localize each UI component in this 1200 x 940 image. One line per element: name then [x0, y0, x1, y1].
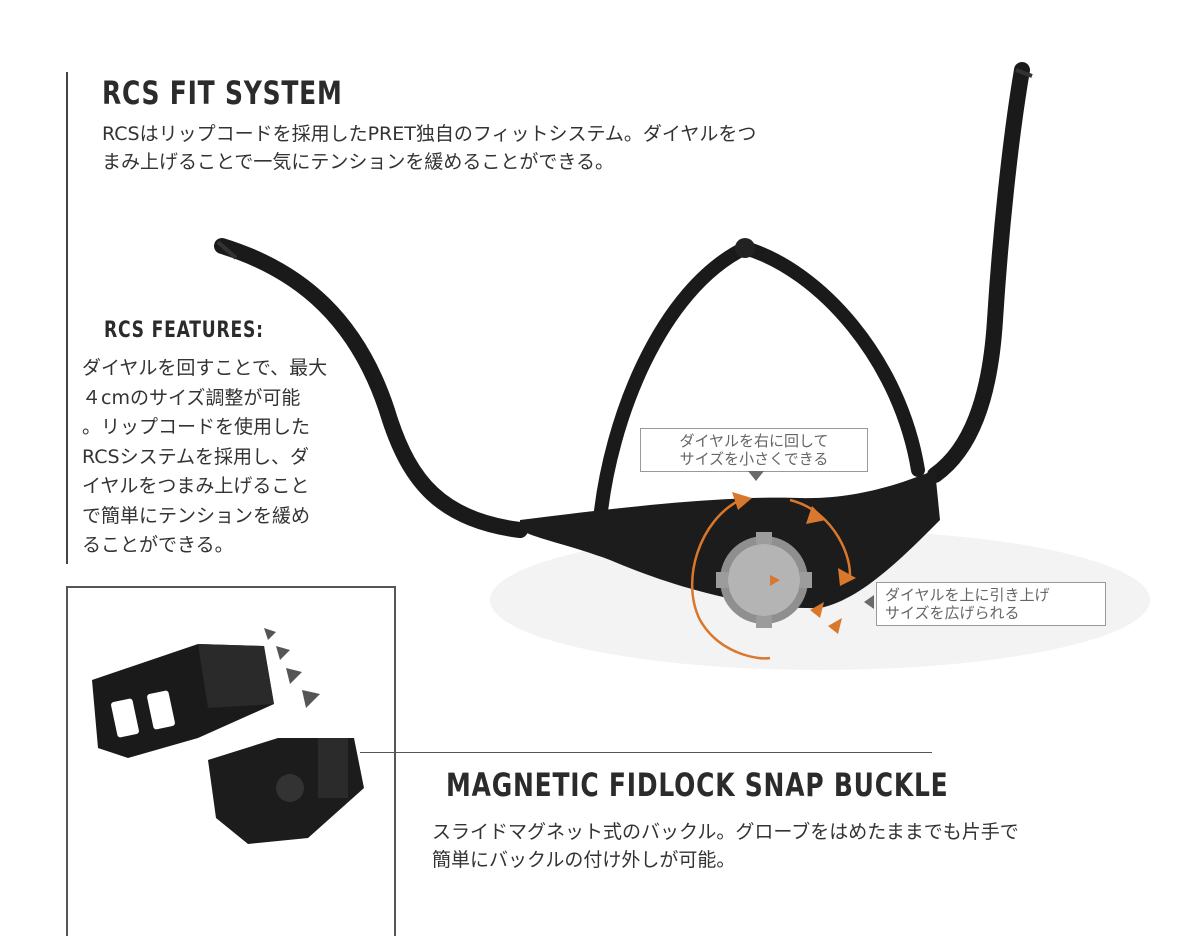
- left-strap-tip: [216, 240, 238, 260]
- rcs-features-description: ダイヤルを回すことで、最大 ４cmのサイズ調整が可能。リップコードを使用した RCS…: [82, 354, 362, 561]
- rcs-fit-system-title: RCS FIT SYSTEM: [102, 74, 343, 112]
- arrow-head-upper-right: [806, 506, 826, 524]
- callout-pull-line-1: ダイヤルを上に引き上げ: [885, 586, 1050, 604]
- callout-turn-pointer: [748, 471, 764, 481]
- callout-turn-line-2: サイズを小さくできる: [679, 450, 829, 468]
- buckle-arrow-2: [276, 646, 290, 660]
- rcs-features-line: RCSシステムを採用し、ダ: [82, 445, 310, 468]
- arch-pivot: [735, 238, 755, 258]
- arrow-head-lower-2: [810, 602, 824, 618]
- rcs-features-line: で簡単にテンションを緩め: [82, 504, 311, 527]
- rcs-fit-system-line-2: まみ上げることで一気にテンションを緩めることができる。: [102, 151, 615, 173]
- arrow-head-right: [838, 568, 856, 586]
- buckle-arrow-3: [286, 668, 302, 684]
- rear-cradle: [520, 470, 940, 609]
- callout-pull-pointer: [864, 595, 874, 609]
- rcs-fit-system-description: RCSはリップコードを採用したPRET独自のフィットシステム。ダイヤルをつ まみ…: [102, 120, 862, 176]
- rcs-features-line: ４cmのサイズ調整が可能: [82, 386, 301, 409]
- buckle-upper-part: [92, 644, 274, 758]
- buckle-photo-frame: [66, 586, 396, 936]
- rotation-arrow-arc-2: [789, 498, 852, 576]
- callout-pull-dial: ダイヤルを上に引き上げ サイズを広げられる: [876, 582, 1106, 626]
- rcs-features-line: ダイヤルを回すことで、最大: [82, 357, 328, 379]
- rcs-features-line: 。リップコードを使用した: [82, 416, 311, 438]
- right-strap: [927, 62, 1030, 483]
- buckle-divider: [360, 752, 932, 753]
- buckle-description: スライドマグネット式のバックル。グローブをはめたままでも片手で 簡単にバックルの…: [432, 818, 1072, 874]
- buckle-line-2: 簡単にバックルの付け外しが可能。: [432, 849, 736, 871]
- rcs-dial: [716, 532, 812, 628]
- buckle-illustration: [92, 628, 364, 844]
- callout-turn-line-1: ダイヤルを右に回して: [679, 432, 829, 450]
- left-divider: [66, 72, 68, 564]
- right-strap-tip: [1015, 68, 1033, 78]
- arrow-head-lower-3: [828, 618, 842, 634]
- rcs-features-line: ることができる。: [82, 534, 234, 556]
- callout-turn-dial: ダイヤルを右に回して サイズを小さくできる: [640, 428, 868, 472]
- buckle-arrow-1: [264, 628, 276, 640]
- rcs-features-title: RCS FEATURES:: [104, 318, 264, 343]
- buckle-arrow-4: [302, 690, 320, 708]
- buckle-line-1: スライドマグネット式のバックル。グローブをはめたままでも片手で: [432, 821, 1019, 843]
- buckle-title: MAGNETIC FIDLOCK SNAP BUCKLE: [446, 766, 949, 804]
- buckle-lower-part: [208, 738, 364, 844]
- rcs-fit-system-line-1: RCSはリップコードを採用したPRET独自のフィットシステム。ダイヤルをつ: [102, 123, 757, 145]
- callout-pull-line-2: サイズを広げられる: [885, 604, 1020, 622]
- rcs-features-line: イヤルをつまみ上げること: [82, 475, 310, 497]
- arrow-head-top: [732, 492, 752, 510]
- rotation-arrow-arc: [691, 498, 771, 660]
- left-strap: [214, 238, 528, 538]
